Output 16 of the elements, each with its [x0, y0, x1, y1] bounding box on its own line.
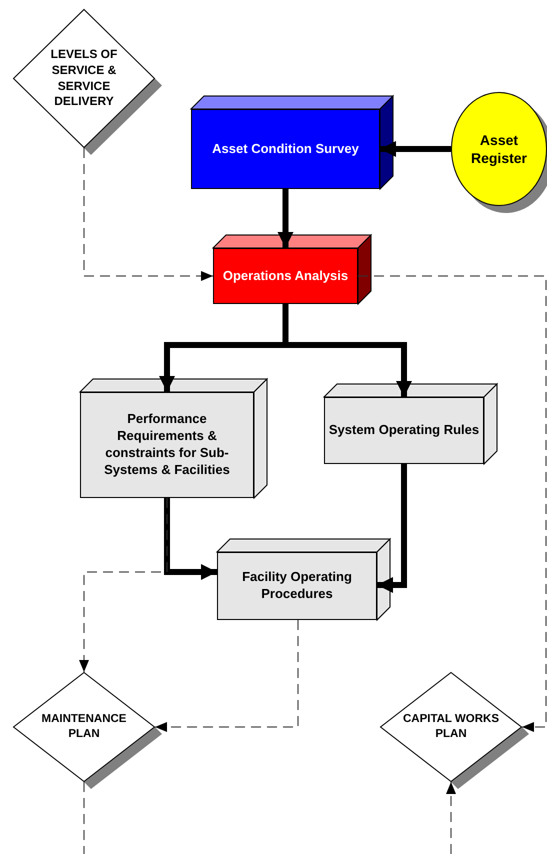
arrow	[377, 464, 407, 593]
arrow	[154, 620, 298, 732]
arrow	[380, 141, 451, 157]
node-label: LEVELS OF SERVICE & SERVICE DELIVERY	[50, 47, 118, 110]
decision-diamond	[380, 672, 529, 789]
arrow	[79, 498, 168, 672]
arrow	[446, 782, 456, 854]
node-label: MAINTENANCE PLAN	[40, 712, 128, 742]
decision-diamond	[13, 672, 162, 789]
decision-diamond	[13, 9, 162, 155]
ellipse-node	[451, 92, 547, 213]
node-label: CAPITAL WORKS PLAN	[402, 712, 500, 742]
arrow	[84, 148, 214, 281]
arrow	[278, 189, 294, 248]
arrow	[164, 498, 217, 580]
node-label: Asset Register	[470, 130, 528, 168]
